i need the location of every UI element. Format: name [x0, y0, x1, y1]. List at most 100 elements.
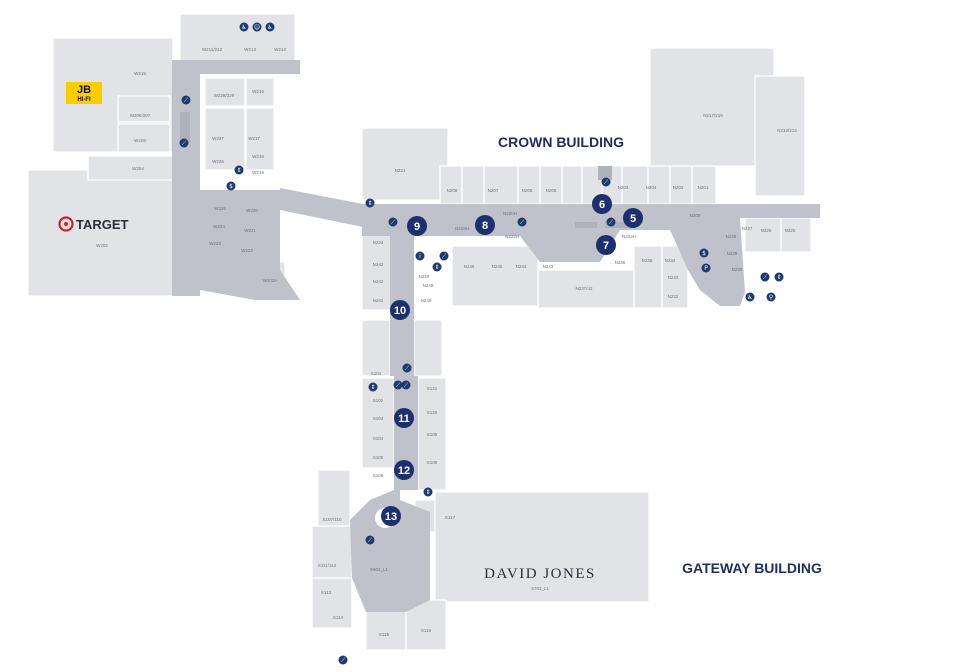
svg-text:⟋: ⟋ — [184, 97, 189, 104]
marker-10[interactable]: 10 — [390, 300, 410, 320]
lift-icon: ⇕ — [365, 198, 375, 208]
svg-text:N224: N224 — [373, 240, 384, 245]
svg-text:i: i — [419, 253, 421, 260]
david-jones-logo: DAVID JONES S701_L1 — [484, 566, 596, 591]
svg-text:N232: N232 — [668, 294, 679, 299]
marker-11[interactable]: 11 — [394, 408, 414, 428]
svg-text:W213: W213 — [244, 47, 256, 52]
svg-text:W215: W215 — [134, 71, 146, 76]
svg-text:N248: N248 — [423, 283, 434, 288]
svg-text:N222H: N222H — [505, 234, 519, 239]
svg-text:⟋: ⟋ — [396, 382, 401, 389]
marker-5[interactable]: 5 — [623, 208, 643, 228]
svg-text:W206/207: W206/207 — [130, 113, 151, 118]
svg-text:S116: S116 — [421, 628, 432, 633]
lift-icon: ⇕ — [774, 272, 784, 282]
svg-text:⟋: ⟋ — [391, 219, 396, 226]
david-jones-label: DAVID JONES — [484, 566, 596, 582]
lift-icon: ⇕ — [423, 487, 433, 497]
svg-text:S114: S114 — [333, 615, 344, 620]
escalator-icon: ⟋ — [388, 217, 398, 227]
gateway-building — [311, 319, 650, 651]
svg-text:N228: N228 — [726, 234, 737, 239]
crown-building-label: CROWN BUILDING — [498, 134, 624, 150]
svg-text:N235: N235 — [642, 258, 653, 263]
svg-text:S104: S104 — [373, 436, 384, 441]
marker-8[interactable]: 8 — [475, 215, 495, 235]
svg-text:⟋: ⟋ — [404, 382, 409, 389]
svg-text:N221: N221 — [395, 168, 406, 173]
svg-text:W222: W222 — [241, 248, 253, 253]
svg-text:8: 8 — [482, 220, 488, 232]
svg-text:⟋: ⟋ — [405, 365, 410, 372]
svg-text:W205: W205 — [134, 138, 146, 143]
david-jones-code: S701_L1 — [531, 586, 550, 591]
svg-text:♿: ♿ — [747, 294, 752, 301]
svg-text:⟋: ⟋ — [520, 219, 525, 226]
svg-text:W216: W216 — [252, 89, 264, 94]
escalator-icon: ⟋ — [181, 95, 191, 105]
svg-text:N244: N244 — [516, 264, 527, 269]
svg-text:W211/212: W211/212 — [202, 47, 223, 52]
escalator-icon: ⟋ — [393, 380, 403, 390]
svg-text:S108: S108 — [427, 460, 438, 465]
svg-text:N245: N245 — [492, 264, 503, 269]
escalator-icon: ⟋ — [760, 272, 770, 282]
target-store[interactable] — [27, 169, 179, 297]
svg-text:N234: N234 — [665, 258, 676, 263]
svg-text:⇕: ⇕ — [370, 384, 375, 391]
svg-text:⚲: ⚲ — [769, 294, 773, 301]
marker-7[interactable]: 7 — [596, 235, 616, 255]
svg-text:N241: N241 — [373, 298, 384, 303]
svg-text:W220: W220 — [246, 208, 258, 213]
facility-icons: ⟋ ⟋ $ ⇕ ♿ ☺ ♿ ⇕ ⟋ i ⟋ ⇕ ⟋ ⟋ ⟋ $ P ⟋ ⇕ ♿ … — [179, 22, 784, 665]
svg-text:$: $ — [702, 250, 706, 257]
jbhifi-logo: JB HI-FI — [66, 82, 102, 104]
svg-text:S109: S109 — [427, 432, 438, 437]
svg-text:N203: N203 — [618, 185, 629, 190]
marker-12[interactable]: 12 — [394, 460, 414, 480]
parking-icon: P — [701, 263, 711, 273]
baby-change-icon: ☺ — [252, 22, 262, 32]
svg-text:⟋: ⟋ — [341, 657, 346, 664]
gateway-building-label: GATEWAY BUILDING — [682, 560, 822, 576]
svg-text:N223H: N223H — [622, 234, 636, 239]
svg-text:W214: W214 — [274, 47, 286, 52]
svg-text:$: $ — [229, 183, 233, 190]
svg-text:N233: N233 — [668, 275, 679, 280]
svg-text:N237/42: N237/42 — [575, 286, 593, 291]
svg-text:N246: N246 — [464, 264, 475, 269]
svg-text:N220H: N220H — [503, 211, 517, 216]
svg-text:W204: W204 — [132, 166, 144, 171]
svg-text:N201: N201 — [698, 185, 709, 190]
toilet-icon: ⚲ — [766, 292, 776, 302]
david-jones-store[interactable] — [434, 491, 650, 603]
svg-text:W225: W225 — [214, 206, 226, 211]
svg-text:♿: ♿ — [267, 24, 272, 31]
accessible-icon: ♿ — [265, 22, 275, 32]
svg-text:W218: W218 — [252, 154, 264, 159]
svg-text:P: P — [704, 265, 708, 272]
svg-text:N212/214: N212/214 — [777, 128, 797, 133]
svg-text:W219: W219 — [252, 170, 264, 175]
svg-text:⇕: ⇕ — [425, 489, 430, 496]
svg-text:9: 9 — [414, 221, 420, 233]
svg-text:⇕: ⇕ — [434, 264, 439, 271]
escalator-icon: ⟋ — [606, 217, 616, 227]
marker-13[interactable]: 13 — [381, 506, 401, 526]
accessible-icon: ♿ — [745, 292, 755, 302]
svg-text:N200: N200 — [690, 213, 701, 218]
svg-text:N229: N229 — [727, 251, 738, 256]
svg-text:13: 13 — [385, 511, 397, 523]
marker-9[interactable]: 9 — [407, 216, 427, 236]
marker-6[interactable]: 6 — [592, 194, 612, 214]
escalator-icon: ⟋ — [179, 138, 189, 148]
crown-building — [361, 47, 820, 320]
store-n221[interactable] — [361, 127, 449, 201]
svg-text:S117: S117 — [445, 515, 456, 520]
svg-text:S115: S115 — [379, 632, 390, 637]
svg-text:N207: N207 — [488, 188, 499, 193]
svg-text:N243: N243 — [543, 264, 554, 269]
svg-text:N249: N249 — [421, 298, 432, 303]
